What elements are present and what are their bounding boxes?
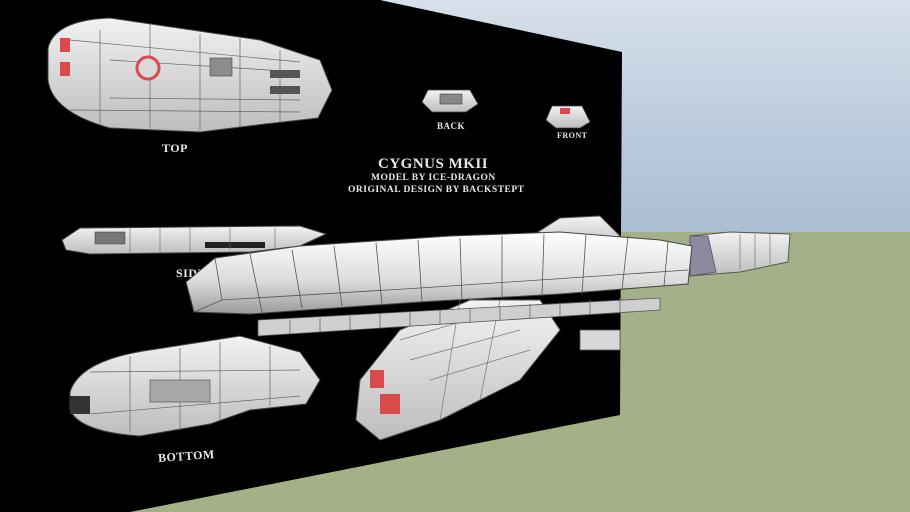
label-top: TOP <box>162 141 188 155</box>
ship-bottom-view <box>69 335 321 437</box>
ship-front-view <box>545 105 591 129</box>
ship-top-view <box>47 17 333 133</box>
title-text: CYGNUS MKII <box>378 156 489 172</box>
ship-back-view <box>421 89 479 113</box>
label-front: FRONT <box>557 131 588 140</box>
label-back: BACK <box>437 121 466 131</box>
credit-model-text: MODEL BY ICE-DRAGON <box>371 173 496 183</box>
ship-3d-model <box>185 215 791 441</box>
credit-design-text: ORIGINAL DESIGN BY BACKSTEPT <box>348 185 525 195</box>
